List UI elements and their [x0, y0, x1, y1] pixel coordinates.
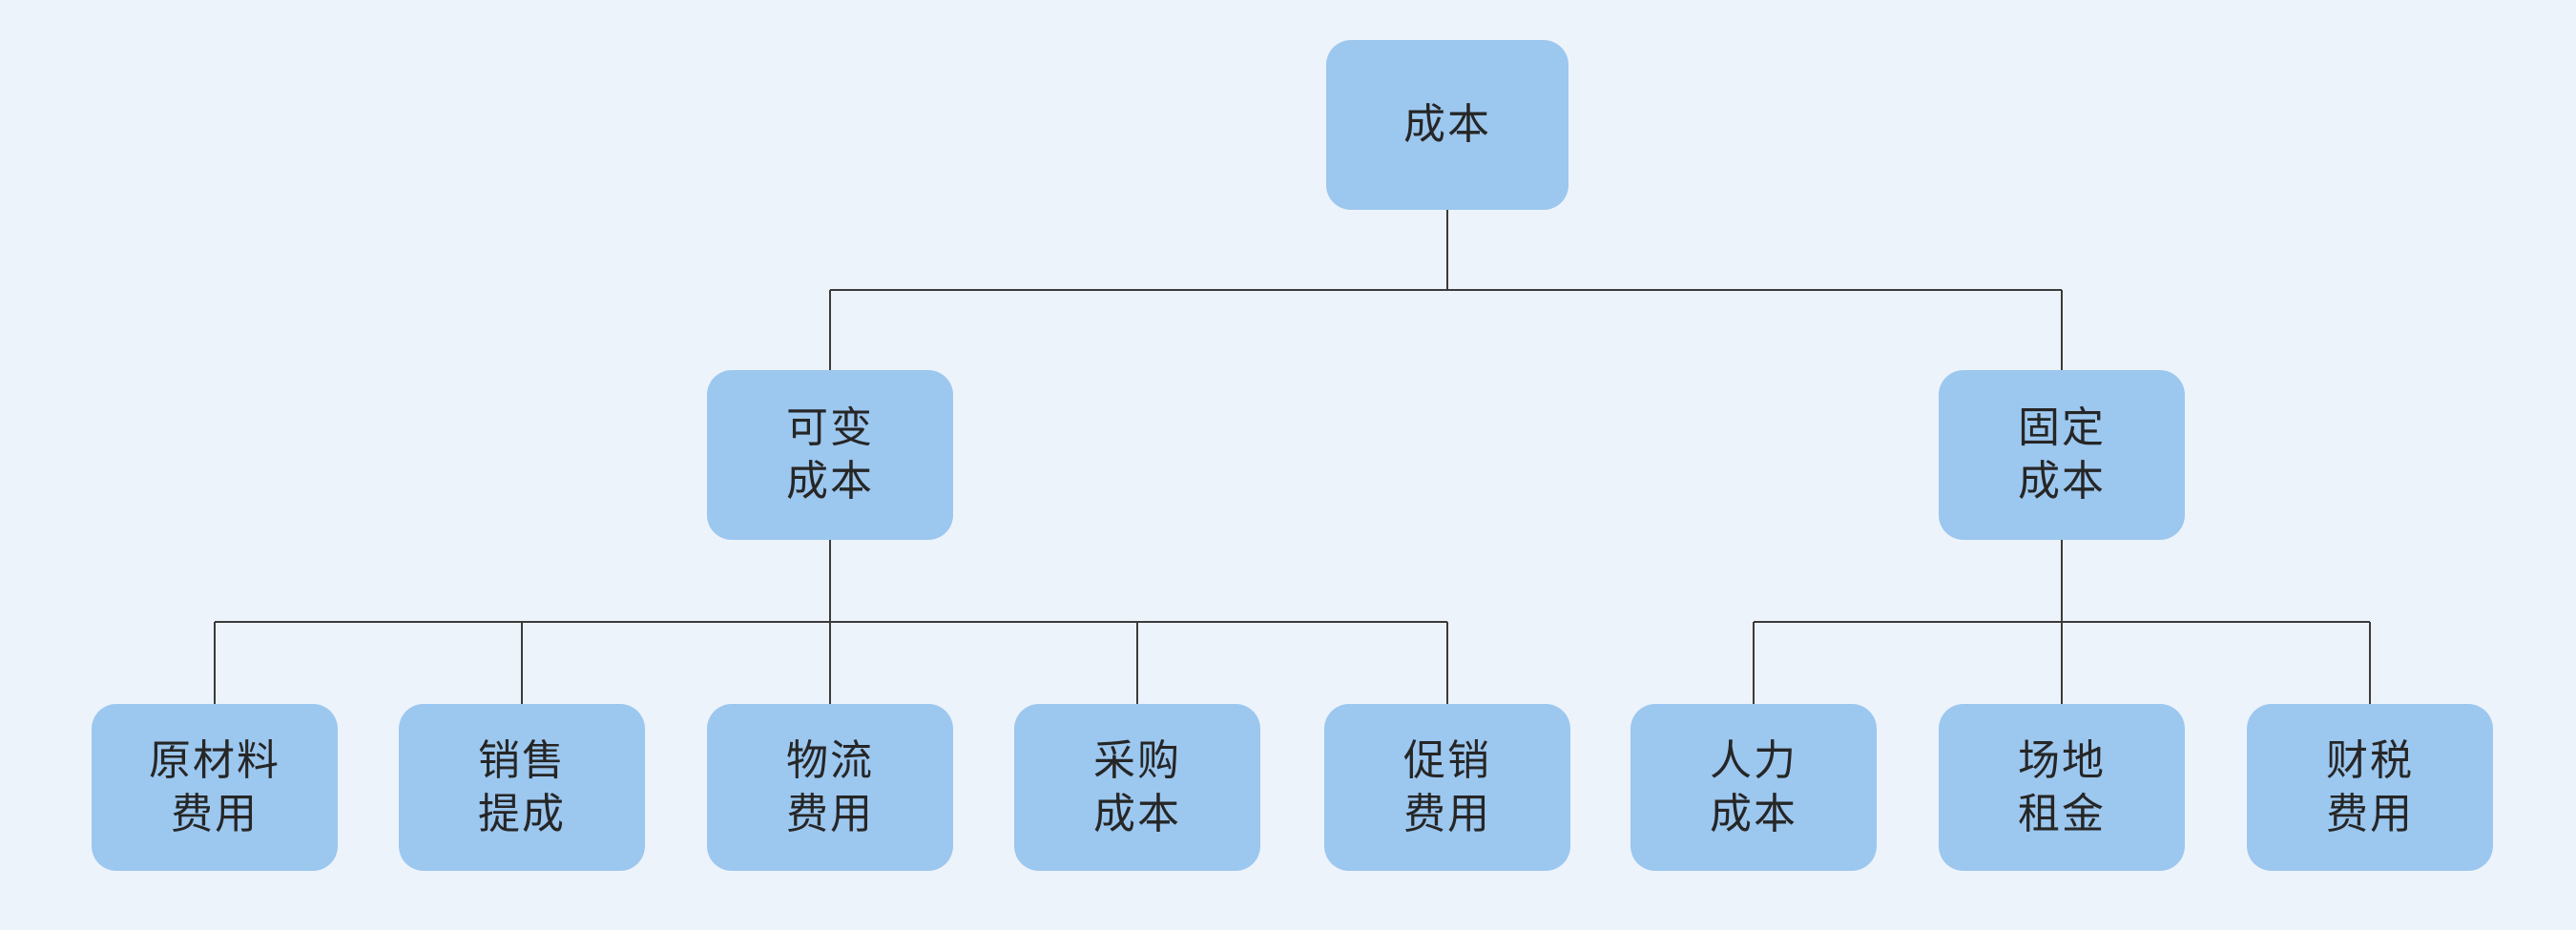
node-label-line: 成本: [1710, 789, 1797, 838]
node-label-line: 成本: [1093, 789, 1181, 838]
node-finance-tax-fee: 财税费用: [2247, 704, 2493, 871]
node-cost: 成本: [1326, 40, 1568, 210]
node-labor-cost: 人力成本: [1631, 704, 1877, 871]
node-logistics-fee: 物流费用: [707, 704, 953, 871]
node-label-line: 销售: [478, 735, 566, 785]
node-venue-rent: 场地租金: [1939, 704, 2185, 871]
node-label-line: 提成: [478, 789, 566, 838]
node-label-line: 采购: [1093, 735, 1181, 785]
node-label-line: 促销: [1403, 735, 1491, 785]
node-sales-commission: 销售提成: [399, 704, 645, 871]
node-label-line: 费用: [786, 789, 874, 838]
node-label-line: 人力: [1710, 735, 1797, 785]
node-label-line: 成本: [786, 457, 874, 506]
node-label-line: 可变: [786, 403, 874, 452]
node-label-line: 固定: [2018, 403, 2106, 452]
node-label-line: 成本: [2018, 457, 2106, 506]
node-label-line: 费用: [1403, 789, 1491, 838]
node-label-line: 物流: [786, 735, 874, 785]
node-label-line: 费用: [171, 789, 259, 838]
node-label-line: 原材料: [149, 735, 280, 785]
node-label-line: 成本: [1403, 100, 1491, 149]
node-label-line: 租金: [2018, 789, 2106, 838]
node-fixed-cost: 固定成本: [1939, 370, 2185, 540]
node-promotion-fee: 促销费用: [1324, 704, 1570, 871]
node-variable-cost: 可变成本: [707, 370, 953, 540]
node-procurement-cost: 采购成本: [1014, 704, 1260, 871]
node-raw-material-fee: 原材料费用: [92, 704, 338, 871]
node-label-line: 费用: [2326, 789, 2414, 838]
node-label-line: 财税: [2326, 735, 2414, 785]
node-label-line: 场地: [2018, 735, 2106, 785]
